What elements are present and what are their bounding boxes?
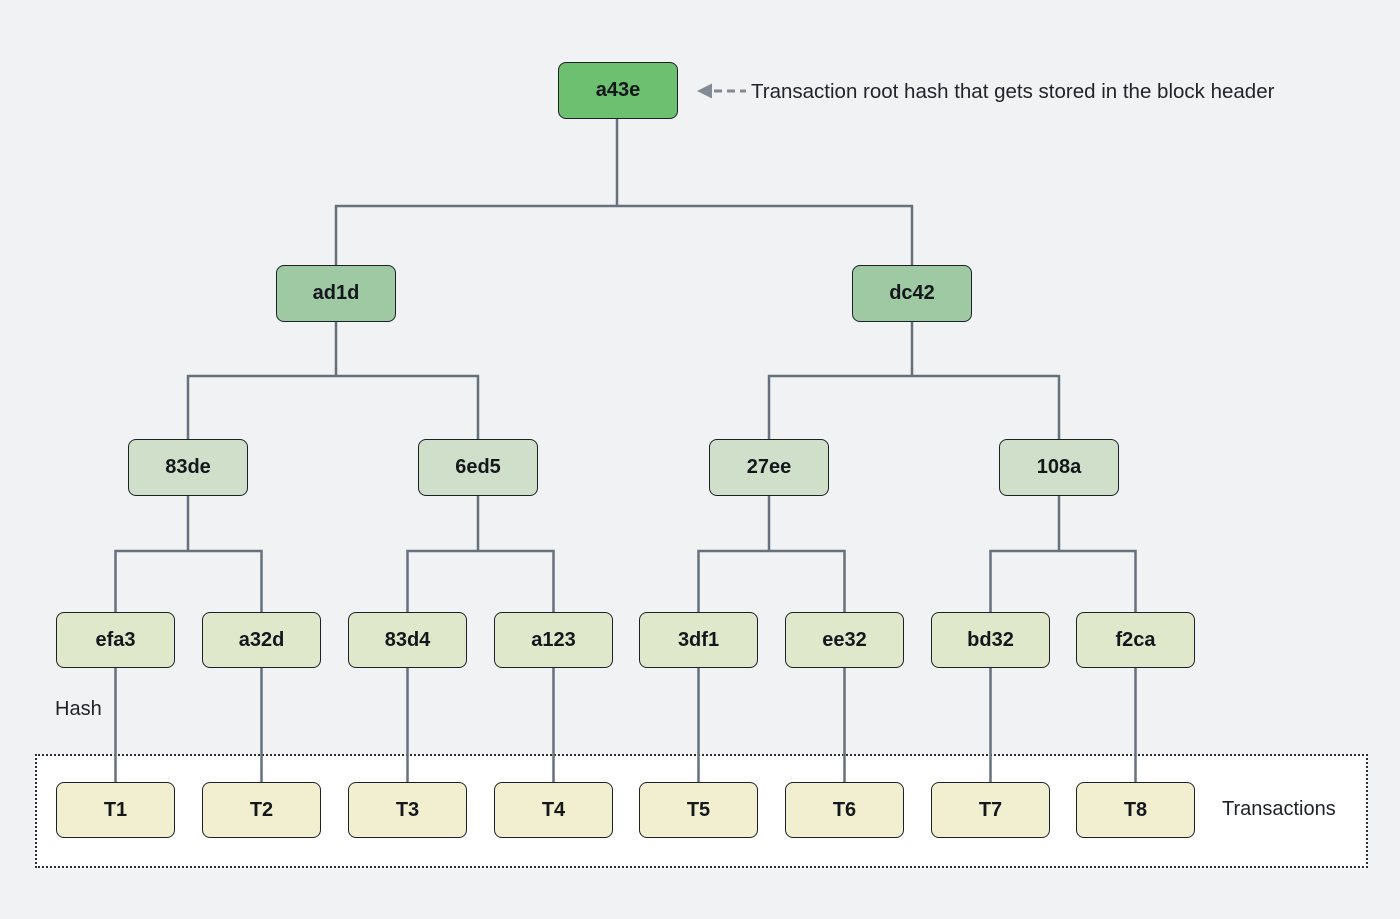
hash-label: Hash xyxy=(55,698,102,720)
transactions-label: Transactions xyxy=(1222,798,1336,820)
hash-node-f2ca: f2ca xyxy=(1076,612,1195,668)
hash-node-83d4: 83d4 xyxy=(348,612,467,668)
transaction-box-t1: T1 xyxy=(56,782,175,838)
hash-node-efa3: efa3 xyxy=(56,612,175,668)
transaction-box-t7: T7 xyxy=(931,782,1050,838)
connector-root-children xyxy=(334,204,914,265)
connector-ad1d-children xyxy=(186,374,480,439)
transaction-box-t4: T4 xyxy=(494,782,613,838)
connector-83de-children xyxy=(114,549,263,612)
hash-node-a123: a123 xyxy=(494,612,613,668)
hash-node-27ee: 27ee xyxy=(709,439,829,496)
connector-dc42-children xyxy=(767,374,1061,439)
hash-node-ee32: ee32 xyxy=(785,612,904,668)
transaction-box-t6: T6 xyxy=(785,782,904,838)
arrow-head-icon xyxy=(697,83,712,99)
hash-node-108a: 108a xyxy=(999,439,1119,496)
transaction-box-t5: T5 xyxy=(639,782,758,838)
connector-108a-children xyxy=(989,549,1137,612)
connector-27ee-children xyxy=(697,549,846,612)
root-annotation-text: Transaction root hash that gets stored i… xyxy=(751,80,1275,103)
hash-node-a32d: a32d xyxy=(202,612,321,668)
transaction-box-t2: T2 xyxy=(202,782,321,838)
hash-node-3df1: 3df1 xyxy=(639,612,758,668)
hash-node-dc42: dc42 xyxy=(852,265,972,322)
hash-node-bd32: bd32 xyxy=(931,612,1050,668)
connector-6ed5-children xyxy=(406,549,555,612)
transaction-box-t3: T3 xyxy=(348,782,467,838)
hash-node-83de: 83de xyxy=(128,439,248,496)
hash-node-root: a43e xyxy=(558,62,678,119)
hash-node-ad1d: ad1d xyxy=(276,265,396,322)
hash-node-6ed5: 6ed5 xyxy=(418,439,538,496)
transaction-box-t8: T8 xyxy=(1076,782,1195,838)
